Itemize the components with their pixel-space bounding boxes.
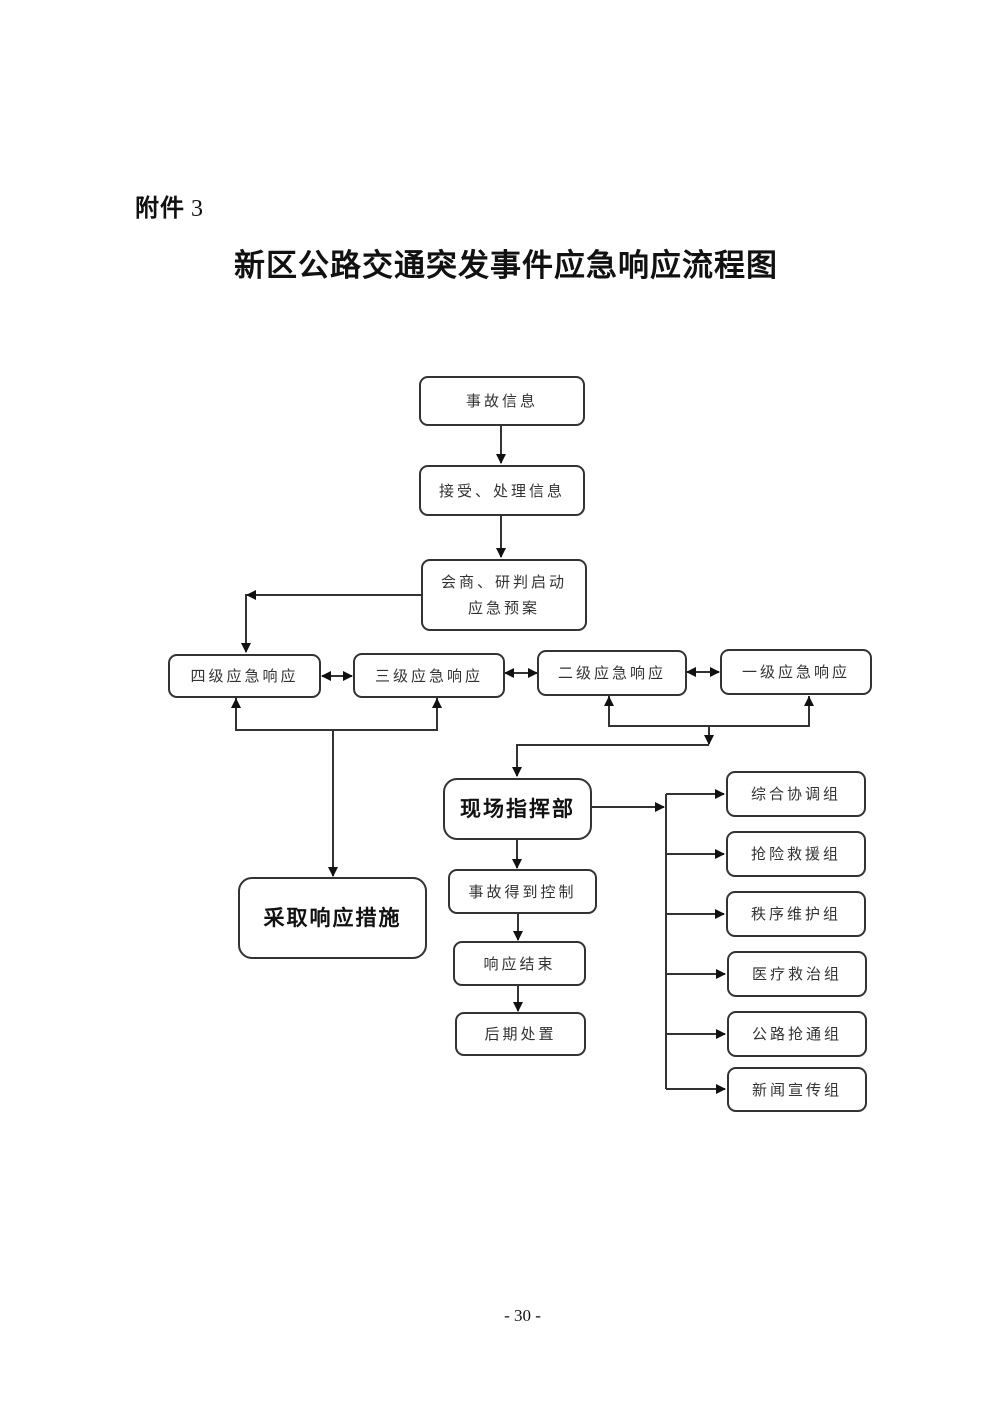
node-onsite-command-label: 现场指挥部 <box>460 796 575 821</box>
node-group-6-label: 新闻宣传组 <box>751 1080 842 1099</box>
page-title: 新区公路交通突发事件应急响应流程图 <box>234 248 778 284</box>
attachment-label-text: 附件 <box>135 194 185 222</box>
arrow-to-onsite-command <box>512 744 709 777</box>
node-group-publicity: 新闻宣传组 <box>727 1067 867 1112</box>
node-group-coordination: 综合协调组 <box>726 771 866 817</box>
node-incident-info-label: 事故信息 <box>465 392 538 410</box>
node-step-controlled-label: 事故得到控制 <box>468 882 577 901</box>
node-group-3-label: 秩序维护组 <box>750 905 841 923</box>
node-group-5-label: 公路抢通组 <box>751 1025 842 1043</box>
node-receive-process-label: 接受、处理信息 <box>438 481 565 500</box>
bracket-level4-level3 <box>235 698 438 731</box>
attachment-number: 3 <box>191 196 204 222</box>
node-take-measures: 采取响应措施 <box>238 877 427 959</box>
node-step-response-end: 响应结束 <box>453 941 586 986</box>
node-receive-process: 接受、处理信息 <box>419 465 585 516</box>
node-onsite-command: 现场指挥部 <box>443 778 592 840</box>
node-step-post-handling-label: 后期处置 <box>484 1025 557 1043</box>
node-group-1-label: 综合协调组 <box>750 785 841 803</box>
node-take-measures-label: 采取响应措施 <box>263 905 402 930</box>
node-step-post-handling: 后期处置 <box>455 1012 586 1056</box>
node-level4-response: 四级应急响应 <box>168 654 321 698</box>
node-step-controlled: 事故得到控制 <box>448 869 597 914</box>
node-group-4-label: 医疗救治组 <box>751 965 842 983</box>
node-level4-label: 四级应急响应 <box>190 667 299 685</box>
node-incident-info: 事故信息 <box>419 376 585 426</box>
node-group-rescue: 抢险救援组 <box>726 831 866 877</box>
node-consult-judge-label: 会商、研判启动 应急预案 <box>440 573 567 617</box>
node-group-2-label: 抢险救援组 <box>750 845 841 863</box>
node-level2-response: 二级应急响应 <box>537 650 687 696</box>
node-consult-judge: 会商、研判启动 应急预案 <box>421 559 587 631</box>
node-group-road-repair: 公路抢通组 <box>727 1011 867 1057</box>
node-level3-label: 三级应急响应 <box>374 666 483 685</box>
page-number: - 30 - <box>504 1306 541 1325</box>
node-level1-response: 一级应急响应 <box>720 649 872 695</box>
node-group-order: 秩序维护组 <box>726 891 866 937</box>
node-step-response-end-label: 响应结束 <box>483 954 556 973</box>
node-level3-response: 三级应急响应 <box>353 653 505 698</box>
node-level2-label: 二级应急响应 <box>557 664 666 682</box>
bracket-level2-level1 <box>608 696 810 727</box>
arrow-consult-to-level4 <box>241 594 421 653</box>
node-level1-label: 一级应急响应 <box>741 663 850 681</box>
node-group-medical: 医疗救治组 <box>727 951 867 997</box>
